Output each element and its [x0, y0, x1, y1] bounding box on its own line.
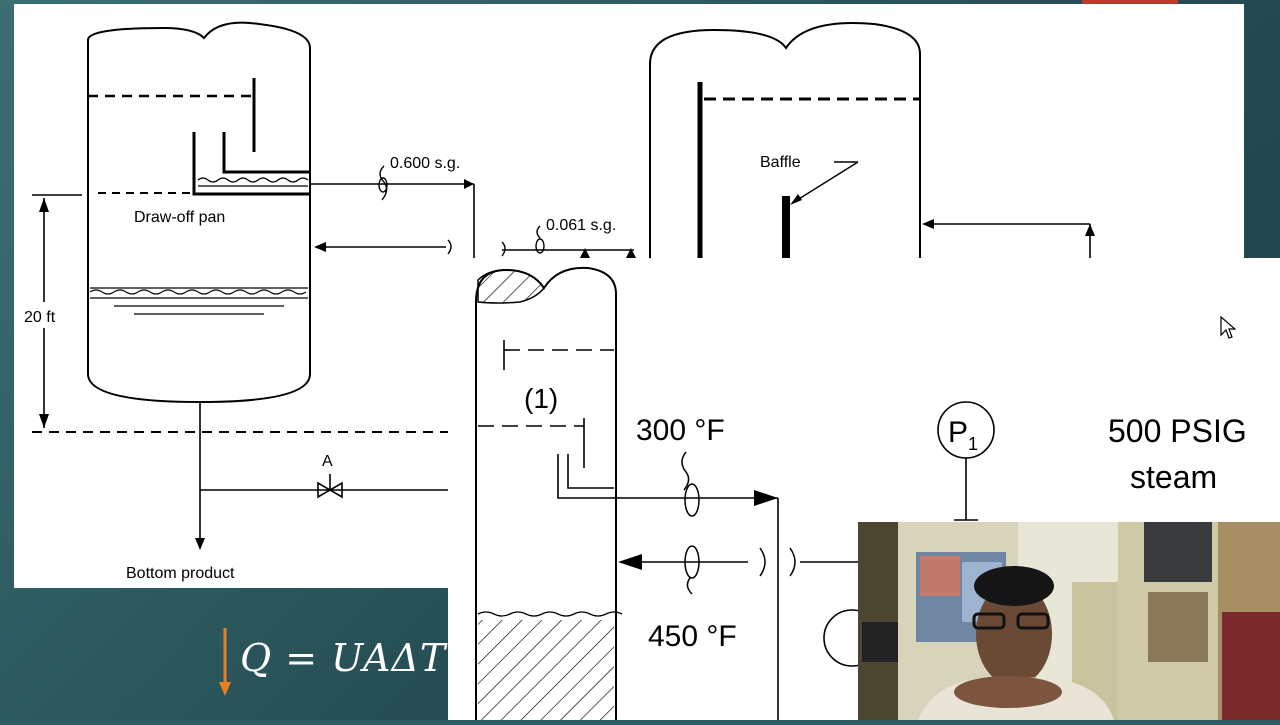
- return-break-icon-2: [789, 547, 796, 577]
- draw-off-arrowhead: [464, 179, 474, 189]
- sketch-liquid-hatch: [478, 620, 614, 720]
- draw-off-pan-inner: [222, 132, 310, 174]
- return-arrowhead-b: [618, 554, 642, 570]
- right-riser-arrowhead: [1085, 224, 1095, 236]
- dimension-label-bg: [24, 302, 70, 328]
- right-feed-arrowhead: [922, 219, 934, 229]
- left-liquid-wave: [89, 289, 307, 295]
- draw-off-pan-label: Draw-off pan: [134, 209, 225, 226]
- sketch-pan-inner: [567, 454, 614, 489]
- glasses-left-icon: [972, 612, 1006, 630]
- sg-top-break-icon: [379, 165, 388, 201]
- outlet-arrowhead: [754, 490, 778, 506]
- glasses-right-icon: [1016, 612, 1050, 630]
- webcam-image: [858, 522, 1280, 720]
- baffle-leader: [793, 161, 859, 203]
- presenter-head: [976, 582, 1052, 686]
- temp-out-flow-icon: [684, 483, 700, 517]
- baffle-label: Baffle: [760, 154, 801, 171]
- sg-top-flow-icon: [378, 177, 388, 193]
- vapor-arrowhead-1: [580, 248, 590, 258]
- bottom-product-label: Bottom product: [126, 565, 235, 582]
- sketch-pan-outer: [557, 454, 778, 499]
- baffle-leader-arrowhead: [790, 194, 802, 205]
- return-arrowhead: [314, 242, 326, 252]
- down-arrow-icon: [218, 628, 232, 703]
- height-label: 20 ft: [24, 309, 56, 326]
- dimension-arrow-up: [39, 198, 49, 212]
- sketch-liquid-wave: [477, 611, 623, 617]
- vapor-break-icon: [501, 241, 506, 257]
- tray-label: (1): [524, 383, 558, 414]
- left-column-vessel: [87, 21, 311, 404]
- presenter-hair: [974, 566, 1054, 606]
- pan-liquid-wave: [197, 177, 309, 183]
- return-break-icon-1: [759, 547, 766, 577]
- sg-bottom-tail-icon: [536, 225, 541, 239]
- temp-in-flow-icon: [684, 545, 700, 579]
- presenter-hands: [954, 676, 1062, 708]
- draw-off-pan-outer: [192, 132, 310, 196]
- bottom-outlet-arrowhead: [195, 538, 205, 550]
- sg-bottom-label: 0.061 s.g.: [546, 217, 616, 234]
- gauge-label: P: [948, 416, 968, 449]
- heat-transfer-formula: Q = UAΔT: [240, 636, 447, 680]
- temp-out-break-icon: [681, 451, 690, 491]
- sg-top-label: 0.600 s.g.: [390, 155, 460, 172]
- valve-a-left-icon: [317, 481, 332, 499]
- return-break-icon: [447, 239, 452, 255]
- valve-a-label: A: [322, 453, 333, 470]
- temp-out-label: 300 °F: [636, 414, 725, 447]
- steam-pressure-label: 500 PSIG: [1108, 413, 1247, 449]
- temp-in-tail-icon: [686, 577, 693, 595]
- presenter-webcam: [858, 522, 1280, 720]
- valve-a-right-icon: [328, 481, 343, 499]
- sg-bottom-flow-icon: [535, 238, 545, 254]
- top-red-accent: [1082, 0, 1178, 5]
- gauge-subscript: 1: [968, 434, 978, 454]
- temp-in-label: 450 °F: [648, 620, 737, 653]
- mouse-cursor-icon: [1220, 315, 1237, 345]
- dimension-arrow-down: [39, 414, 49, 428]
- right-column-vessel: [649, 22, 921, 258]
- steam-label: steam: [1130, 459, 1217, 495]
- sketch-top-hatch: [477, 269, 545, 304]
- vapor-arrowhead-2: [626, 248, 636, 258]
